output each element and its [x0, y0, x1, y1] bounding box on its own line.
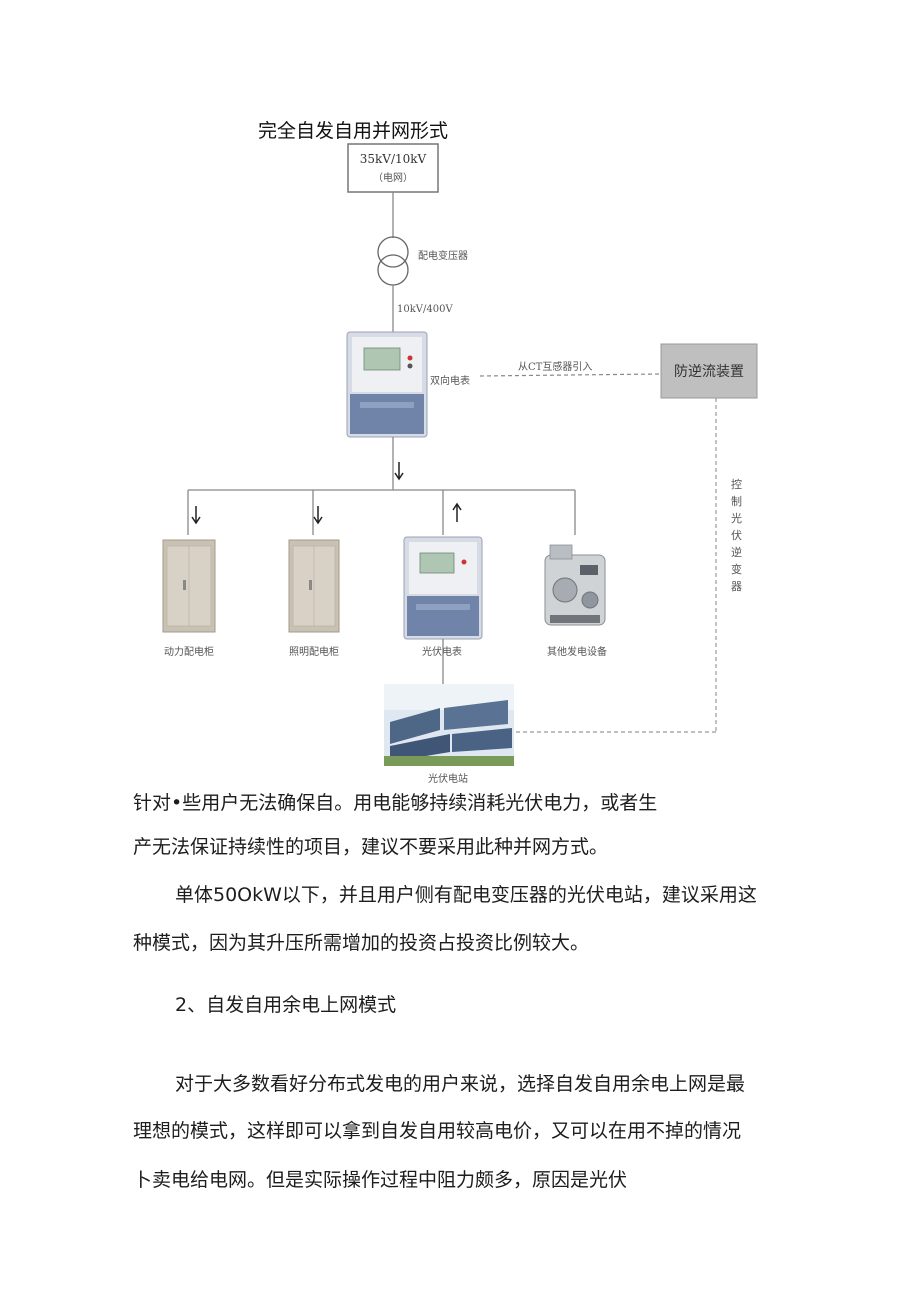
paragraph-2-line-2: 种模式，因为其升压所需增加的投资占投资比例较大。 — [133, 932, 590, 954]
section-heading: 2、自发自用余电上网模式 — [175, 994, 397, 1016]
paragraph-3-line-3: 卜卖电给电网。但是实际操作过程中阻力颇多，原因是光伏 — [133, 1169, 628, 1191]
control-label: 控 制 光 伏 逆 变 器 — [731, 477, 746, 593]
power-distribution-cabinet — [162, 539, 216, 633]
transformer-label: 配电变压器 — [418, 249, 468, 262]
paragraph-3-line-2: 理想的模式，这样即可以拿到自发自用较高电价，又可以在用不掉的情况 — [133, 1120, 742, 1142]
load-label: 光伏电表 — [422, 645, 462, 658]
paragraph-2-line-1: 单体50OkW以下，并且用户侧有配电变压器的光伏电站，建议采用这 — [175, 884, 757, 906]
transformer-symbol — [377, 236, 409, 286]
grid-box-voltage: 35kV/10kV — [360, 152, 427, 166]
pv-meter — [403, 536, 483, 640]
paragraph-3-line-1: 对于大多数看好分布式发电的用户来说，选择自发自用余电上网是最 — [175, 1073, 746, 1095]
anti-backflow-box — [660, 343, 758, 399]
meter-label: 双向电表 — [430, 374, 470, 387]
grid-connection-diagram: 35kV/10kV （电网） 配电变压器 10kV/400V 双向电表 从CT互… — [162, 143, 758, 785]
grid-box-label: （电网） — [373, 171, 413, 184]
voltage-label: 10kV/400V — [397, 304, 453, 315]
diagram-title: 完全自发自用并网形式 — [258, 120, 449, 142]
load-label: 动力配电柜 — [164, 645, 214, 658]
bidirectional-meter — [346, 331, 428, 438]
other-generator-equipment — [544, 544, 606, 626]
lighting-distribution-cabinet — [288, 539, 340, 633]
load-label: 照明配电柜 — [289, 645, 339, 658]
pv-station-photo — [384, 684, 514, 766]
paragraph-1-line-2: 产无法保证持续性的项目，建议不要采用此种并网方式。 — [133, 836, 609, 858]
pv-station-label: 光伏电站 — [428, 772, 468, 785]
paragraph-1-line-1: 针对•些用户无法确保自。用电能够持续消耗光伏电力，或者生 — [133, 792, 658, 814]
grid-box — [347, 143, 439, 193]
anti-backflow-label: 防逆流装置 — [674, 364, 744, 380]
load-label: 其他发电设备 — [547, 645, 607, 658]
ct-label: 从CT互感器引入 — [518, 360, 592, 373]
